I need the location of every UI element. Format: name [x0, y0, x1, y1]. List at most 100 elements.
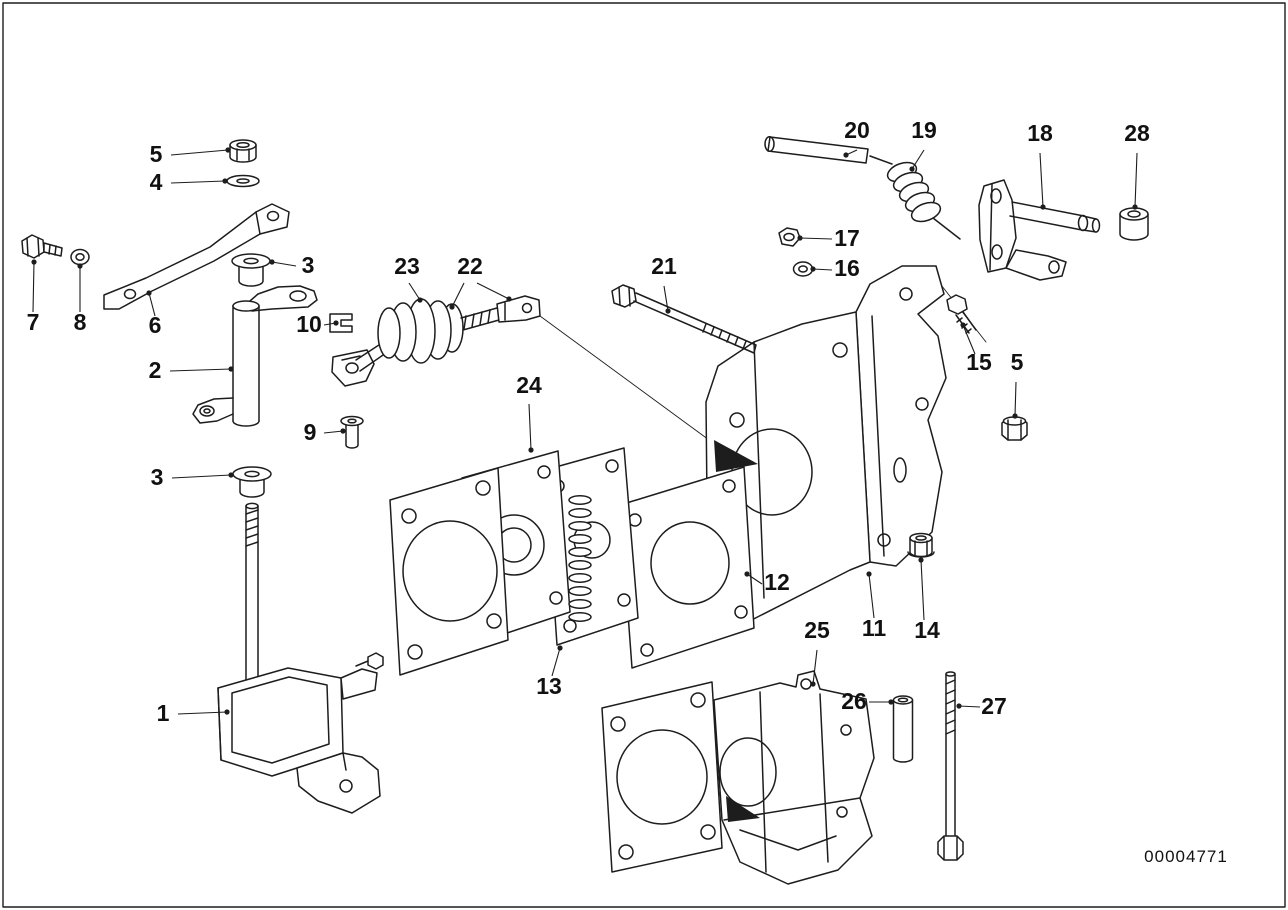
leader-line: [171, 474, 232, 479]
callout-3: 3: [151, 464, 164, 490]
part-pivot-tube-2: [192, 300, 260, 427]
leader-dot: [340, 428, 346, 434]
leader-dot: [77, 263, 83, 269]
leader-dot: [1012, 413, 1018, 419]
part-pedal-box-1: [217, 652, 384, 814]
leader-line: [528, 403, 532, 451]
leader-line: [1039, 152, 1044, 208]
leader-dot: [1040, 204, 1046, 210]
callout-18: 18: [1027, 120, 1053, 146]
leader-dot: [224, 709, 230, 715]
leader-line: [812, 649, 818, 685]
leader-dot: [843, 152, 849, 158]
callout-14: 14: [914, 617, 940, 643]
callout-15: 15: [966, 349, 992, 375]
leader-dot: [866, 571, 872, 577]
leader-dot: [956, 703, 962, 709]
leader-line: [148, 292, 156, 317]
part-return-spring-19: [869, 155, 961, 240]
leader-line: [920, 559, 925, 621]
leader-line: [408, 282, 421, 301]
coil-spring: [568, 495, 592, 622]
callout-4: 4: [150, 169, 163, 195]
leader-line: [177, 711, 228, 715]
callout-27: 27: [981, 693, 1007, 719]
part-pin-9: [340, 415, 364, 449]
leader-dot: [1132, 204, 1138, 210]
leader-dot: [557, 645, 563, 651]
leader-line: [169, 368, 232, 372]
leader-dot: [909, 166, 915, 172]
part-cap-28: [1119, 207, 1149, 241]
callout-11: 11: [862, 615, 887, 641]
leader-dot: [222, 178, 228, 184]
leader-dot: [417, 297, 423, 303]
callout-12: 12: [764, 569, 790, 595]
leader-dot: [228, 472, 234, 478]
callout-3: 3: [302, 252, 315, 278]
leader-line: [799, 237, 833, 240]
part-lever-6: [103, 203, 290, 310]
leader-line: [323, 430, 344, 434]
leader-line: [476, 282, 510, 300]
part-clip-10: [329, 313, 353, 333]
callout-26: 26: [841, 688, 867, 714]
part-pedal-arm-plate: [242, 285, 318, 312]
leader-dot: [333, 320, 339, 326]
part-nut-5-right: [1001, 416, 1028, 441]
leader-dot: [960, 322, 966, 328]
leader-line: [812, 268, 833, 271]
callout-5: 5: [150, 141, 163, 167]
callout-19: 19: [911, 117, 937, 143]
doc-number: 00004771: [1144, 847, 1228, 866]
leader-line: [868, 573, 875, 619]
callout-5: 5: [1011, 349, 1024, 375]
callout-25: 25: [804, 617, 830, 643]
leader-line: [551, 647, 561, 677]
leader-line: [271, 261, 297, 267]
callout-9: 9: [304, 419, 317, 445]
leader-dot: [888, 699, 894, 705]
callout-1: 1: [157, 700, 170, 726]
leader-dot: [744, 571, 750, 577]
callout-2: 2: [149, 357, 162, 383]
leader-line: [1134, 152, 1138, 208]
callout-16: 16: [834, 255, 860, 281]
callout-24: 24: [516, 372, 542, 398]
callout-23: 23: [394, 253, 420, 279]
part-nut-14: [907, 532, 935, 558]
part-washer-4: [226, 174, 260, 188]
part-washer-8: [70, 248, 90, 266]
leader-line: [32, 261, 35, 313]
part-gasket-plate-12: [619, 466, 755, 669]
leader-dot: [665, 308, 671, 314]
part-mounting-plate: [389, 467, 509, 676]
leader-dot: [269, 259, 275, 265]
leader-line: [962, 324, 976, 355]
part-bushing-3-lower: [232, 466, 272, 498]
part-pushrod-22: [460, 295, 541, 331]
callout-28: 28: [1124, 120, 1150, 146]
part-bolt-21: [611, 284, 757, 354]
part-bushing-3-upper: [231, 253, 271, 287]
leader-line: [451, 282, 465, 308]
leader-line: [170, 180, 226, 184]
callout-21: 21: [651, 253, 677, 279]
leader-dot: [810, 266, 816, 272]
leader-line: [1014, 381, 1017, 417]
part-fork-bracket: [331, 349, 375, 387]
callout-8: 8: [74, 309, 87, 335]
leader-line: [663, 285, 669, 312]
callout-10: 10: [296, 311, 322, 337]
part-screw-15: [946, 294, 977, 334]
leader-dot: [528, 447, 534, 453]
part-washer-16: [792, 261, 814, 277]
callout-7: 7: [27, 309, 40, 335]
part-bellows-23: [355, 298, 464, 372]
part-nut-5-top: [229, 139, 257, 163]
leader-dot: [449, 304, 455, 310]
part-lever-18: [978, 179, 1101, 281]
